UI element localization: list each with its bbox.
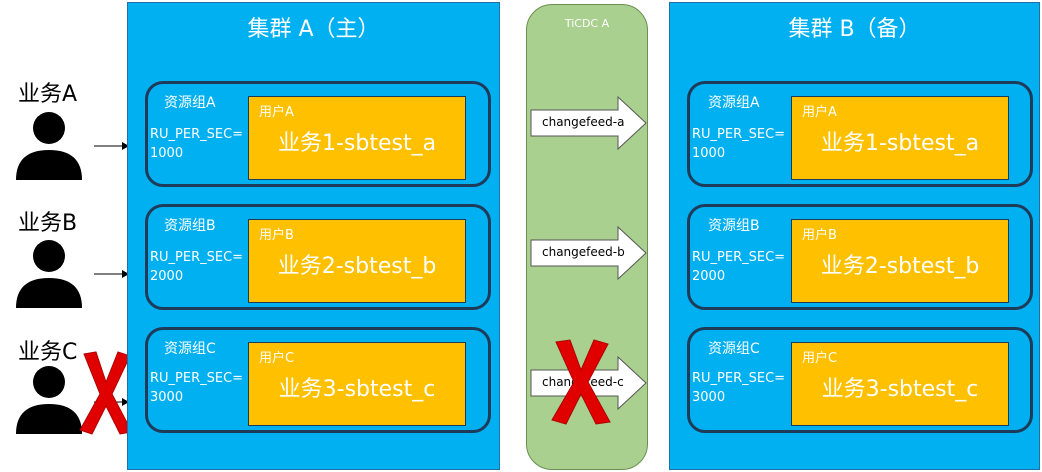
resource-group-b: 资源组B RU_PER_SEC= 2000 用户B 业务2-sbtest_b xyxy=(687,204,1033,310)
cluster-b-title: 集群 B（备） xyxy=(788,17,921,42)
ru-per-sec-label: RU_PER_SEC= xyxy=(150,250,244,265)
ticdc-title: TiCDC A xyxy=(564,17,610,30)
changefeed-label: changefeed-a xyxy=(542,115,625,129)
resource-group-name: 资源组A xyxy=(708,95,760,111)
business-label: 业务1-sbtest_a xyxy=(277,131,437,156)
changefeed-b-arrow: changefeed-b xyxy=(530,226,648,280)
request-arrow-a xyxy=(94,142,129,150)
user-box: 用户B 业务2-sbtest_b xyxy=(248,219,466,303)
ru-per-sec-value: 1000 xyxy=(692,146,726,161)
ru-per-sec-label: RU_PER_SEC= xyxy=(150,371,244,386)
business-label: 业务1-sbtest_a xyxy=(820,131,980,156)
resource-group-name: 资源组B xyxy=(164,218,216,234)
user-label: 用户C xyxy=(259,351,295,366)
person-icon xyxy=(16,112,82,180)
ru-per-sec-label: RU_PER_SEC= xyxy=(692,250,786,265)
user-box: 用户A 业务1-sbtest_a xyxy=(248,96,466,180)
cluster-b: 集群 B（备） 资源组A RU_PER_SEC= 1000 用户A 业务1-sb… xyxy=(669,2,1040,470)
resource-group-name: 资源组C xyxy=(708,341,760,357)
ru-per-sec-value: 2000 xyxy=(150,269,184,284)
ru-per-sec-value: 1000 xyxy=(150,146,184,161)
business-label: 业务3-sbtest_c xyxy=(278,377,436,402)
ru-per-sec-value: 3000 xyxy=(150,390,184,405)
user-label: 用户B xyxy=(259,228,294,243)
business-label: 业务2-sbtest_b xyxy=(277,254,437,279)
ru-per-sec-label: RU_PER_SEC= xyxy=(150,127,244,142)
changefeed-label: changefeed-b xyxy=(542,245,625,259)
red-x-icon xyxy=(551,339,611,425)
resource-group-a: 资源组A RU_PER_SEC= 1000 用户A 业务1-sbtest_a xyxy=(687,81,1033,187)
ru-per-sec-value: 2000 xyxy=(692,269,726,284)
resource-group-name: 资源组B xyxy=(708,218,760,234)
cluster-a: 集群 A（主） 资源组A RU_PER_SEC= 1000 用户A 业务1-sb… xyxy=(127,2,500,470)
person-icon xyxy=(16,240,82,308)
ru-per-sec-label: RU_PER_SEC= xyxy=(692,371,786,386)
changefeed-a-arrow: changefeed-a xyxy=(530,96,648,150)
user-label: 用户C xyxy=(802,351,838,366)
red-x-icon xyxy=(79,351,133,435)
business-label: 业务3-sbtest_c xyxy=(821,377,979,402)
business-c-label: 业务C xyxy=(18,340,78,365)
cluster-a-title: 集群 A（主） xyxy=(247,17,380,42)
business-b-label: 业务B xyxy=(18,211,78,236)
ru-per-sec-label: RU_PER_SEC= xyxy=(692,127,786,142)
user-box: 用户A 业务1-sbtest_a xyxy=(791,96,1009,180)
user-label: 用户A xyxy=(259,105,294,120)
resource-group-c: 资源组C RU_PER_SEC= 3000 用户C 业务3-sbtest_c xyxy=(687,327,1033,433)
resource-group-c: 资源组C RU_PER_SEC= 3000 用户C 业务3-sbtest_c xyxy=(145,327,491,433)
business-label: 业务2-sbtest_b xyxy=(820,254,980,279)
resource-group-a: 资源组A RU_PER_SEC= 1000 用户A 业务1-sbtest_a xyxy=(145,81,491,187)
block-arrow-right-icon xyxy=(530,96,647,150)
resource-group-b: 资源组B RU_PER_SEC= 2000 用户B 业务2-sbtest_b xyxy=(145,204,491,310)
business-a-label: 业务A xyxy=(18,82,78,107)
user-box: 用户C 业务3-sbtest_c xyxy=(791,342,1009,426)
person-icon xyxy=(16,366,82,434)
user-box: 用户B 业务2-sbtest_b xyxy=(791,219,1009,303)
block-arrow-right-icon xyxy=(530,226,647,280)
resource-group-name: 资源组A xyxy=(164,95,216,111)
request-arrow-b xyxy=(94,270,129,278)
user-label: 用户B xyxy=(802,228,837,243)
user-box: 用户C 业务3-sbtest_c xyxy=(248,342,466,426)
ru-per-sec-value: 3000 xyxy=(692,390,726,405)
user-label: 用户A xyxy=(802,105,837,120)
resource-group-name: 资源组C xyxy=(164,341,216,357)
